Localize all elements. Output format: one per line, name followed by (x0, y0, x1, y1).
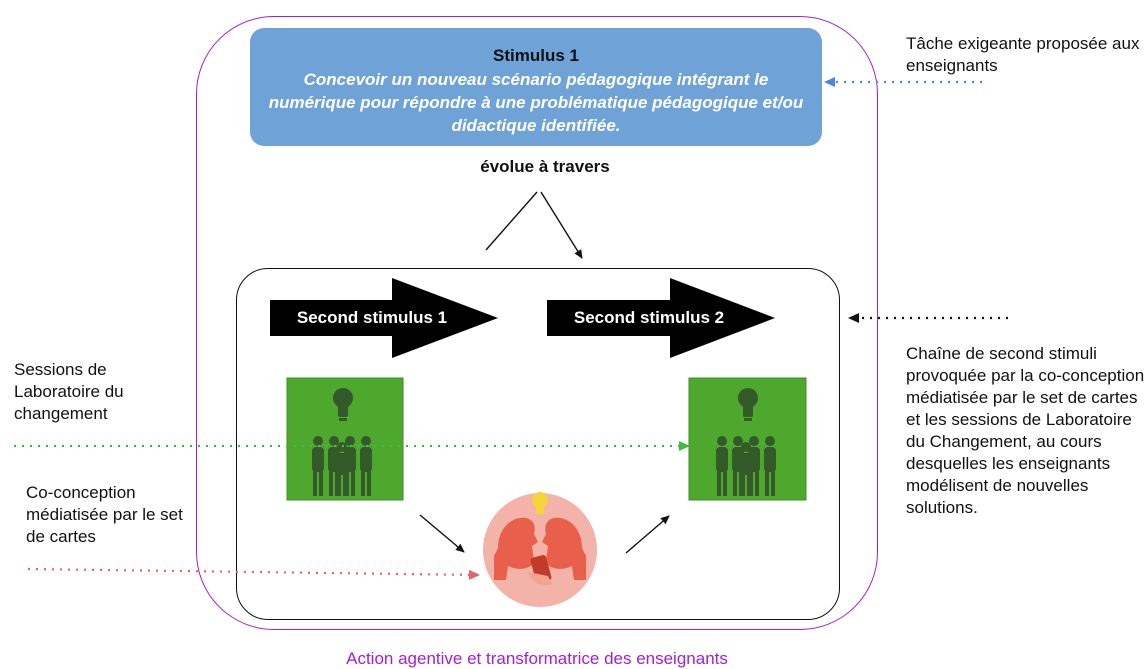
people-group-icon (716, 436, 776, 496)
second-stimulus-1-label: Second stimulus 1 (296, 308, 448, 327)
second-stimulus-2-label: Second stimulus 2 (573, 308, 725, 327)
second-stimulus-1-arrow (270, 278, 498, 358)
stimulus1-title: Stimulus 1 (493, 46, 579, 65)
chain-annotation: Chaîne de second stimuli provoquée par l… (906, 344, 1145, 517)
two-heads-phone-icon (483, 492, 597, 607)
inner-frame (236, 268, 840, 620)
outer-frame (196, 16, 878, 630)
stimulus1-description: Concevoir un nouveau scénario pédagogiqu… (268, 70, 804, 135)
sessions-annotation: Sessions de Laboratoire du changement (14, 360, 124, 423)
task-annotation: Tâche exigeante proposée aux enseignants (906, 34, 1140, 75)
coconception-dotted-arrow (27, 567, 480, 580)
evolve-arrows (485, 191, 583, 259)
stimulus1-box: Stimulus 1 Concevoir un nouveau scénario… (250, 28, 822, 146)
lightbulb-icon (333, 388, 353, 421)
second-stimulus-2-arrow (547, 278, 775, 358)
coconception-annotation: Co-conception médiatisée par le set de c… (26, 483, 183, 546)
lightbulb-icon (738, 388, 758, 421)
evolve-label: évolue à travers (480, 157, 610, 176)
arrow-circle-to-card (625, 515, 670, 554)
people-group-icon (312, 436, 372, 496)
arrow-card-to-circle (419, 514, 465, 553)
frame-caption: Action agentive et transformatrice des e… (346, 649, 728, 668)
